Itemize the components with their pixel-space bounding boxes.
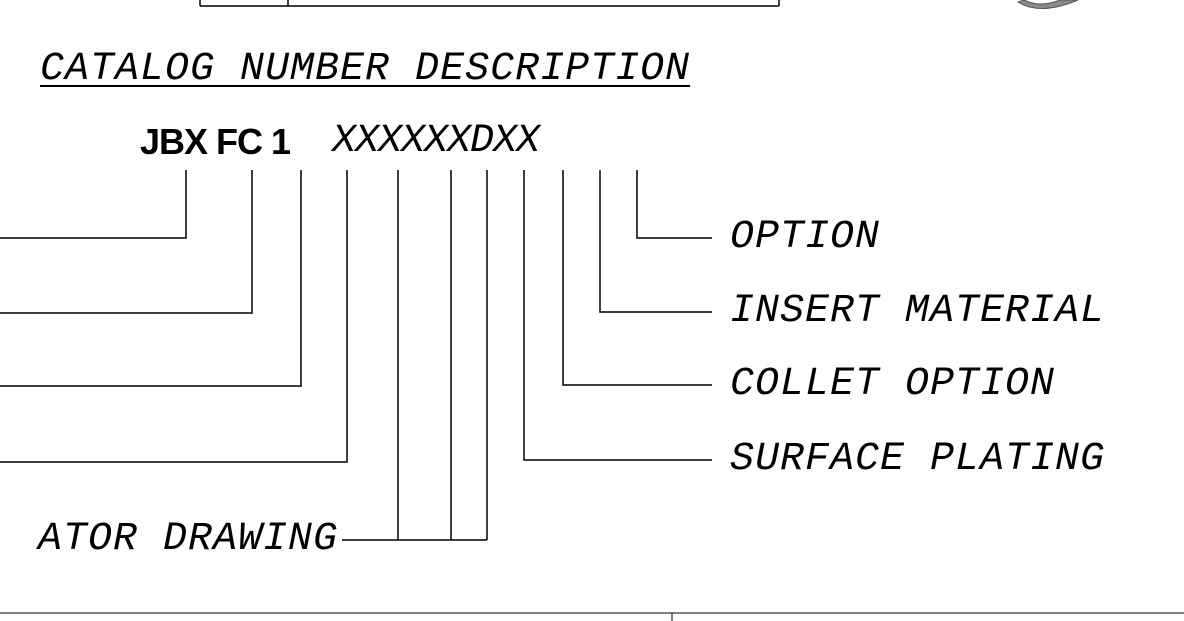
leader-x1 [0,170,348,463]
part-image-fragment [1016,0,1079,10]
field-insert-material: INSERT MATERIAL [730,289,1106,334]
catalog-code-prefix: JBX FC 1 [140,121,291,162]
field-surface-plating: SURFACE PLATING [730,437,1106,482]
bottom-border [0,612,1184,621]
top-table-fragment [199,0,780,7]
leader-1 [0,170,302,387]
leader-insert-material [599,170,712,313]
leader-collet-option [562,170,712,386]
field-collet-option: COLLET OPTION [730,362,1056,407]
field-option: OPTION [730,215,881,260]
catalog-code-suffix: XXXXXXDXX [332,119,540,164]
diagram-title: CATALOG NUMBER DESCRIPTION [40,47,691,92]
leader-fc [0,170,253,314]
leader-jbx [0,170,187,239]
leader-surface-plating [523,170,712,461]
leader-option [636,170,712,239]
field-drawing: ATOR DRAWING [37,518,338,562]
leader-lines [0,170,712,541]
